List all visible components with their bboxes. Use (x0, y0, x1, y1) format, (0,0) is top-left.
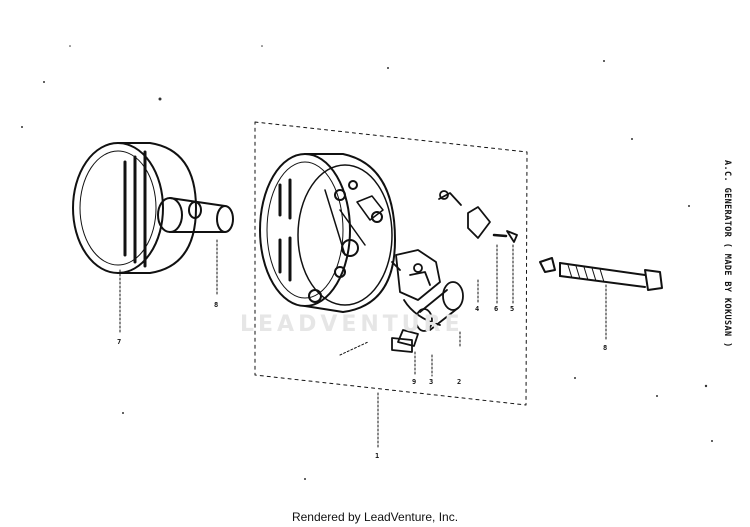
stator-assembly (259, 153, 396, 313)
leader-lines (119, 239, 607, 448)
ref-stator: 1 (375, 452, 379, 460)
ref-cam-felt: 4 (475, 305, 479, 313)
ref-rotor-shaft: 8 (214, 301, 218, 309)
watermark: LEADVENTURE (240, 312, 464, 337)
ref-screw-a: 5 (510, 305, 514, 313)
ref-condenser-2: 9 (412, 378, 416, 386)
diagram-title: A.C. GENERATOR ( MADE BY KOKUSAN ) (722, 160, 732, 348)
ref-screw-b: 6 (494, 305, 498, 313)
bolt-part (539, 257, 663, 291)
ref-condenser: 3 (429, 378, 433, 386)
dashed-boundary (254, 121, 528, 406)
scan-speckles (21, 45, 713, 480)
part-reference-numbers: 7 8 1 2 3 4 5 6 9 8 (117, 301, 607, 460)
ref-bolt: 8 (603, 344, 607, 352)
ref-rotor: 7 (117, 338, 121, 346)
rotor-assembly (72, 142, 234, 274)
ref-contact-breaker: 2 (457, 378, 461, 386)
footer-credit: Rendered by LeadVenture, Inc. (291, 510, 459, 524)
contact-breaker-parts (391, 190, 518, 353)
